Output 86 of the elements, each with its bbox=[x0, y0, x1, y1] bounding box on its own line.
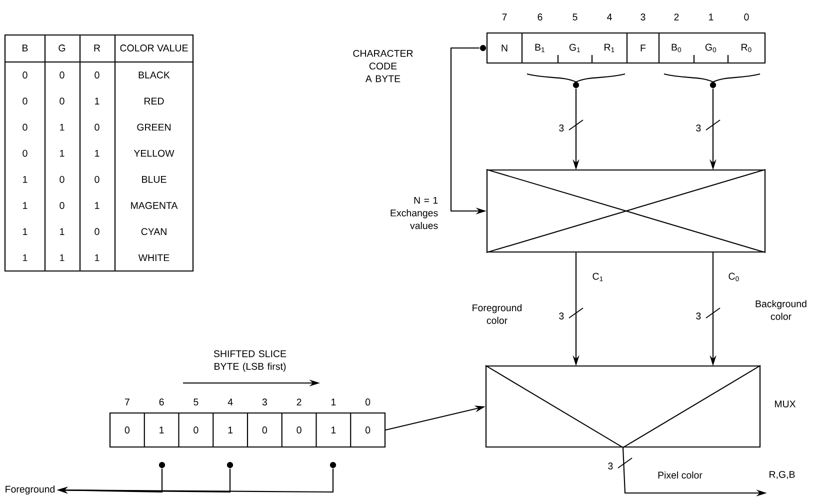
color-name: RED bbox=[144, 98, 164, 104]
bit-value: 1 bbox=[160, 426, 164, 434]
bit-value: 1 bbox=[23, 254, 28, 262]
edge-label: 3 bbox=[696, 124, 701, 132]
bit-value: 1 bbox=[23, 176, 28, 183]
edge-label: 3 bbox=[696, 312, 701, 320]
color-name: MAGENTA bbox=[131, 202, 178, 209]
bit-number: 2 bbox=[674, 14, 679, 20]
signal-note: Background color bbox=[756, 300, 806, 320]
bit-number: 0 bbox=[744, 14, 749, 20]
bit-value: 0 bbox=[22, 98, 28, 105]
edge-label: 3 bbox=[559, 312, 564, 320]
bit-field: B$_{0}$ bbox=[672, 44, 682, 52]
color-name: YELLOW bbox=[134, 150, 174, 157]
bit-value: 0 bbox=[60, 72, 64, 78]
signal-note: Foreground color bbox=[472, 304, 522, 324]
bit-field: B$_{1}$ bbox=[535, 44, 544, 52]
bit-number: 3 bbox=[640, 14, 646, 20]
crossover-box bbox=[486, 168, 766, 254]
bit-value: 0 bbox=[365, 426, 370, 434]
bit-value: 0 bbox=[60, 202, 64, 209]
bit-number: 1 bbox=[331, 398, 336, 406]
bit-field: G$_{1}$ bbox=[569, 44, 580, 52]
bit-value: 0 bbox=[194, 426, 198, 434]
edge-label: 3 bbox=[559, 124, 564, 132]
edge-label: 3 bbox=[608, 462, 613, 470]
color-name: CYAN bbox=[141, 228, 166, 236]
block-label: MUX bbox=[774, 400, 796, 408]
bit-value: 1 bbox=[95, 98, 100, 104]
color-name: GREEN bbox=[137, 124, 171, 131]
color-name: WHITE bbox=[138, 254, 170, 262]
register-title: SHIFTED SLICE BYTE (LSB first) bbox=[214, 350, 286, 372]
output-label: R,G,B bbox=[770, 470, 795, 480]
bit-value: 1 bbox=[23, 202, 28, 209]
bit-value: 1 bbox=[23, 228, 28, 235]
color-name: BLUE bbox=[142, 176, 166, 183]
bit-field: F bbox=[640, 44, 646, 52]
register-box bbox=[486, 32, 766, 64]
bit-value: 1 bbox=[60, 228, 64, 235]
bit-number: 3 bbox=[262, 398, 267, 406]
output-label: Foreground bbox=[6, 485, 55, 495]
bit-value: 0 bbox=[94, 124, 100, 131]
bit-value: 0 bbox=[22, 150, 28, 157]
byte-caption: CHARACTER CODE A BYTE bbox=[353, 50, 413, 82]
bit-number: 7 bbox=[125, 398, 130, 406]
bit-value: 0 bbox=[60, 176, 64, 183]
bit-value: 1 bbox=[60, 150, 64, 157]
bit-value: 0 bbox=[262, 426, 267, 434]
bit-number: 6 bbox=[538, 14, 542, 20]
bit-number: 7 bbox=[502, 14, 507, 20]
bit-value: 0 bbox=[94, 228, 100, 236]
signal-name: C$_{1}$ bbox=[592, 272, 603, 282]
edge-label: N = 1 Exchanges values bbox=[390, 196, 438, 230]
bit-field: N bbox=[502, 44, 508, 52]
bit-number: 5 bbox=[572, 14, 578, 20]
bit-value: 0 bbox=[124, 426, 130, 434]
bit-value: 0 bbox=[22, 72, 28, 78]
signal-name: C$_{0}$ bbox=[728, 272, 739, 282]
bit-field: R$_{0}$ bbox=[742, 44, 752, 52]
bit-number: 4 bbox=[228, 398, 233, 406]
signal-note: Pixel color bbox=[658, 471, 702, 479]
bit-value: 1 bbox=[331, 426, 336, 434]
column-header: R bbox=[94, 44, 100, 52]
column-header: COLOR VALUE bbox=[120, 44, 188, 52]
bit-field: R$_{1}$ bbox=[604, 44, 614, 52]
bit-value: 0 bbox=[94, 176, 100, 183]
bit-number: 0 bbox=[365, 398, 370, 406]
column-header: B bbox=[22, 44, 28, 52]
bit-number: 5 bbox=[194, 398, 198, 406]
color-name: BLACK bbox=[138, 72, 170, 78]
column-header: G bbox=[58, 44, 66, 52]
bit-field: G$_{0}$ bbox=[705, 44, 716, 52]
bit-value: 0 bbox=[60, 98, 64, 105]
bit-number: 6 bbox=[159, 398, 164, 406]
bit-number: 1 bbox=[709, 14, 714, 20]
bit-value: 0 bbox=[22, 124, 28, 131]
bit-value: 1 bbox=[95, 254, 100, 262]
bit-value: 1 bbox=[228, 426, 233, 434]
bit-value: 0 bbox=[94, 72, 100, 78]
bit-value: 1 bbox=[95, 202, 100, 209]
bit-number: 4 bbox=[607, 14, 612, 20]
bit-value: 1 bbox=[60, 124, 64, 131]
bit-value: 0 bbox=[296, 426, 302, 434]
bit-value: 1 bbox=[95, 150, 100, 157]
bit-value: 1 bbox=[60, 254, 64, 262]
bit-number: 2 bbox=[296, 398, 302, 406]
